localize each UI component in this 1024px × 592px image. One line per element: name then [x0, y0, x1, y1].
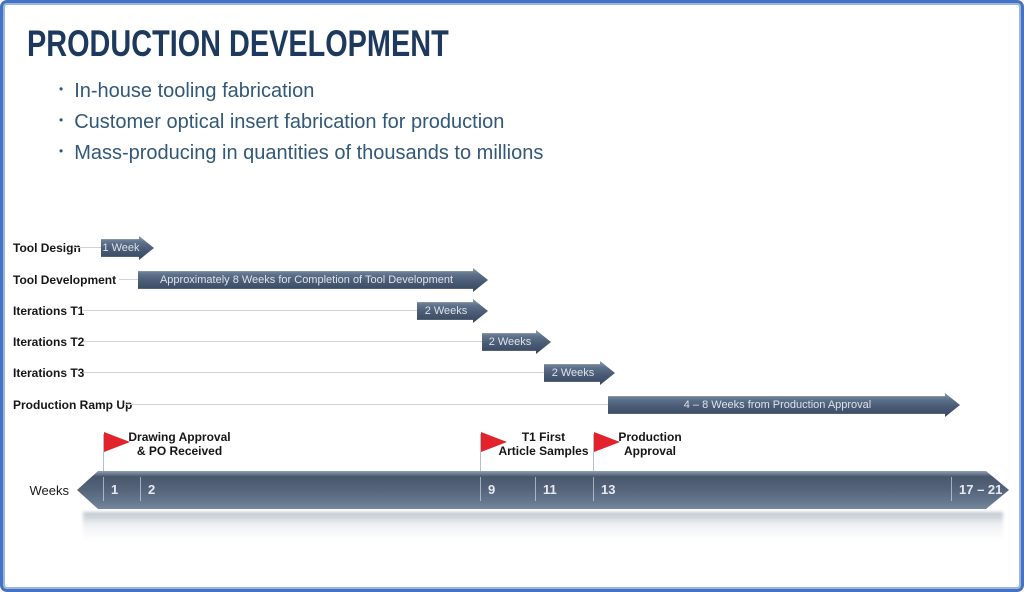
week-tick: 9 — [480, 477, 495, 501]
gantt-bar-label: Approximately 8 Weeks for Completion of … — [159, 274, 454, 286]
weeks-bar-reflection — [83, 512, 1003, 540]
gantt-bar-arrow: 2 Weeks — [417, 299, 488, 323]
gantt-connector-line — [83, 341, 483, 342]
week-tick-label: 11 — [543, 482, 557, 497]
bullet-item: In-house tooling fabrication — [59, 77, 543, 108]
gantt-bar-arrow: 2 Weeks — [482, 330, 551, 354]
milestone-label-t1-first-article: T1 First Article Samples — [491, 430, 596, 458]
week-tick-label: 17 – 21 — [959, 482, 1003, 497]
gantt-bar-arrow: 1 Week — [101, 236, 154, 260]
gantt-bar-arrow: Approximately 8 Weeks for Completion of … — [138, 268, 488, 292]
gantt-connector-line — [73, 247, 105, 248]
week-tick-label: 13 — [601, 482, 616, 497]
milestone-label-drawing-approval: Drawing Approval & PO Received — [127, 430, 232, 458]
gantt-row-label-iterations-t2: Iterations T2 — [13, 335, 85, 349]
weeks-axis-bar: 1 2 9 11 13 17 – 21 — [77, 471, 1009, 509]
milestone-label-line: Drawing Approval — [128, 430, 231, 444]
milestone-label-line: Article Samples — [498, 443, 589, 458]
gantt-connector-line — [83, 372, 545, 373]
gantt-connector-line — [124, 404, 610, 405]
milestone-label-line: Production — [618, 430, 682, 444]
milestone-label-line: Approval — [623, 443, 676, 458]
milestone-pole — [103, 434, 104, 471]
milestone-pole — [593, 434, 594, 471]
gantt-connector-line — [83, 310, 419, 311]
week-tick: 13 — [593, 477, 615, 501]
gantt-row-label-tool-design: Tool Design — [13, 241, 81, 255]
gantt-bar-label: 2 Weeks — [424, 305, 468, 317]
bullet-item: Mass-producing in quantities of thousand… — [59, 139, 543, 170]
gantt-bar-arrow: 4 – 8 Weeks from Production Approval — [608, 393, 960, 417]
milestone-label-line: T1 First — [521, 430, 566, 444]
gantt-row-label-iterations-t1: Iterations T1 — [13, 304, 85, 318]
week-tick-label: 1 — [111, 482, 119, 497]
bullet-item: Customer optical insert fabrication for … — [59, 108, 543, 139]
gantt-bar-arrow: 2 Weeks — [544, 361, 615, 385]
gantt-row-label-iterations-t3: Iterations T3 — [13, 366, 85, 380]
page-title: PRODUCTION DEVELOPMENT — [27, 23, 449, 64]
bullet-list: In-house tooling fabrication Customer op… — [59, 77, 543, 170]
gantt-connector-line — [119, 279, 141, 280]
milestone-pole — [480, 434, 481, 471]
week-tick-label: 9 — [488, 482, 496, 497]
week-tick: 17 – 21 — [951, 477, 1002, 501]
week-tick: 11 — [535, 477, 557, 501]
gantt-bar-label: 4 – 8 Weeks from Production Approval — [683, 399, 872, 411]
milestone-label-production-approval: Production Approval — [600, 430, 700, 458]
gantt-bar-label: 2 Weeks — [551, 367, 595, 379]
week-tick: 1 — [103, 477, 118, 501]
milestone-label-line: & PO Received — [136, 443, 223, 458]
week-tick-label: 2 — [148, 482, 156, 497]
week-tick: 2 — [140, 477, 155, 501]
weeks-axis-label: Weeks — [29, 483, 70, 498]
gantt-row-label-production-ramp-up: Production Ramp Up — [13, 398, 133, 412]
gantt-bar-label: 1 Week — [102, 242, 140, 254]
gantt-bar-label: 2 Weeks — [488, 336, 532, 348]
gantt-row-label-tool-development: Tool Development — [13, 273, 117, 287]
